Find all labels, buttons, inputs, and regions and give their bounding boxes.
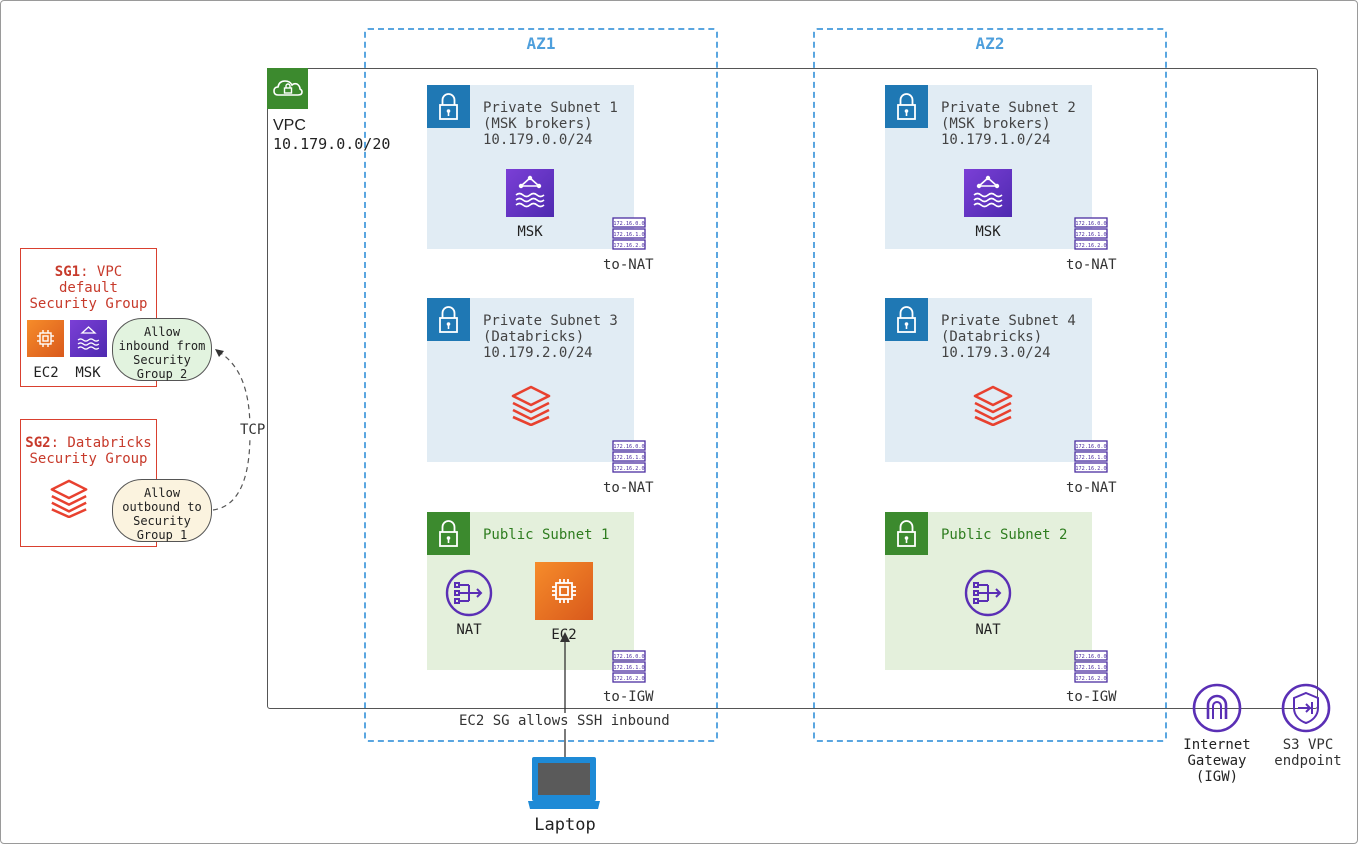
subnet-desc: (MSK brokers) xyxy=(483,116,593,132)
ssh-arrow xyxy=(560,632,570,757)
az2-zone: AZ2 xyxy=(813,28,1167,742)
sg2-title: SG2: Databricks Security Group xyxy=(25,435,152,467)
databricks-icon xyxy=(509,384,553,430)
route-label: to-NAT xyxy=(603,257,654,273)
subnet-desc: (MSK brokers) xyxy=(941,116,1051,132)
vpc-label: VPC xyxy=(273,117,306,134)
route-table-row: 172.16.2.0 xyxy=(613,466,644,472)
az1-zone: AZ1 xyxy=(364,28,718,742)
subnet-name: Private Subnet 2 xyxy=(941,100,1076,116)
ec2-icon xyxy=(535,562,593,620)
subnet-cidr: 10.179.3.0/24 xyxy=(941,345,1051,361)
nat-gateway-icon xyxy=(964,569,1012,621)
subnet-name: Public Subnet 1 xyxy=(483,527,610,543)
route-table-row: 172.16.2.0 xyxy=(613,243,644,249)
route-table-row: 172.16.1.0 xyxy=(1075,455,1106,461)
route-table-row: 172.16.1.0 xyxy=(613,665,644,671)
route-table-icon: 172.16.0.0 172.16.1.0 172.16.2.0 xyxy=(1074,440,1108,478)
route-label: to-NAT xyxy=(1066,257,1117,273)
az2-label: AZ2 xyxy=(975,34,1005,53)
padlock-icon xyxy=(427,512,470,555)
msk-icon xyxy=(70,320,107,357)
msk-icon xyxy=(506,169,554,217)
ec2-label: EC2 xyxy=(33,365,59,381)
route-table-row: 172.16.2.0 xyxy=(1075,243,1106,249)
subnet-name: Public Subnet 2 xyxy=(941,527,1068,543)
vpc-cloud-icon xyxy=(267,68,308,109)
subnet-desc: (Databricks) xyxy=(941,329,1043,345)
nat-label: NAT xyxy=(975,622,1001,638)
vpc-cidr: 10.179.0.0/20 xyxy=(273,135,391,153)
az1-label: AZ1 xyxy=(526,34,556,53)
route-table-row: 172.16.0.0 xyxy=(613,444,644,450)
padlock-icon xyxy=(885,512,928,555)
route-table-row: 172.16.0.0 xyxy=(1075,654,1106,660)
sg1-inbound-rule: Allow inbound from Security Group 2 xyxy=(112,318,212,381)
padlock-icon xyxy=(885,85,928,128)
route-table-row: 172.16.2.0 xyxy=(1075,466,1106,472)
route-table-row: 172.16.1.0 xyxy=(613,455,644,461)
route-label: to-IGW xyxy=(603,689,654,705)
msk-label: MSK xyxy=(975,224,1001,240)
s3-endpoint-icon xyxy=(1281,683,1331,737)
subnet-name: Private Subnet 4 xyxy=(941,313,1076,329)
tcp-label: TCP xyxy=(238,422,268,438)
subnet-cidr: 10.179.2.0/24 xyxy=(483,345,593,361)
tcp-connector xyxy=(212,349,251,511)
route-label: to-NAT xyxy=(603,480,654,496)
route-table-row: 172.16.0.0 xyxy=(1075,221,1106,227)
ec2-icon xyxy=(27,320,64,357)
route-table-row: 172.16.0.0 xyxy=(1075,444,1106,450)
internet-gateway-icon xyxy=(1192,683,1242,737)
msk-label: MSK xyxy=(75,365,101,381)
msk-icon xyxy=(964,169,1012,217)
padlock-icon xyxy=(427,298,470,341)
route-table-icon: 172.16.0.0 172.16.1.0 172.16.2.0 xyxy=(612,217,646,255)
databricks-icon xyxy=(971,384,1015,430)
subnet-desc: (Databricks) xyxy=(483,329,585,345)
route-table-icon: 172.16.0.0 172.16.1.0 172.16.2.0 xyxy=(612,440,646,478)
subnet-cidr: 10.179.1.0/24 xyxy=(941,132,1051,148)
laptop-icon xyxy=(528,755,602,817)
route-label: to-IGW xyxy=(1066,689,1117,705)
route-table-icon: 172.16.0.0 172.16.1.0 172.16.2.0 xyxy=(1074,217,1108,255)
route-table-row: 172.16.0.0 xyxy=(613,654,644,660)
route-table-row: 172.16.2.0 xyxy=(1075,676,1106,682)
route-table-icon: 172.16.0.0 172.16.1.0 172.16.2.0 xyxy=(1074,650,1108,688)
nat-gateway-icon xyxy=(445,569,493,621)
route-table-row: 172.16.2.0 xyxy=(613,676,644,682)
msk-label: MSK xyxy=(517,224,543,240)
route-table-icon: 172.16.0.0 172.16.1.0 172.16.2.0 xyxy=(612,650,646,688)
sg2-outbound-rule: Allow outbound to Security Group 1 xyxy=(112,479,212,542)
sg1-title: SG1: VPC default Security Group xyxy=(29,264,148,312)
databricks-icon xyxy=(48,478,90,522)
subnet-name: Private Subnet 1 xyxy=(483,100,618,116)
route-table-row: 172.16.1.0 xyxy=(1075,665,1106,671)
route-label: to-NAT xyxy=(1066,480,1117,496)
padlock-icon xyxy=(427,85,470,128)
padlock-icon xyxy=(885,298,928,341)
laptop-label: Laptop xyxy=(534,815,596,835)
route-table-row: 172.16.0.0 xyxy=(613,221,644,227)
subnet-cidr: 10.179.0.0/24 xyxy=(483,132,593,148)
ssh-label: EC2 SG allows SSH inbound xyxy=(456,713,673,729)
subnet-name: Private Subnet 3 xyxy=(483,313,618,329)
nat-label: NAT xyxy=(456,622,482,638)
route-table-row: 172.16.1.0 xyxy=(1075,232,1106,238)
vpc-boundary xyxy=(267,68,1318,709)
route-table-row: 172.16.1.0 xyxy=(613,232,644,238)
s3-endpoint-label: S3 VPC endpoint xyxy=(1274,737,1342,769)
igw-label: Internet Gateway (IGW) xyxy=(1183,737,1251,785)
